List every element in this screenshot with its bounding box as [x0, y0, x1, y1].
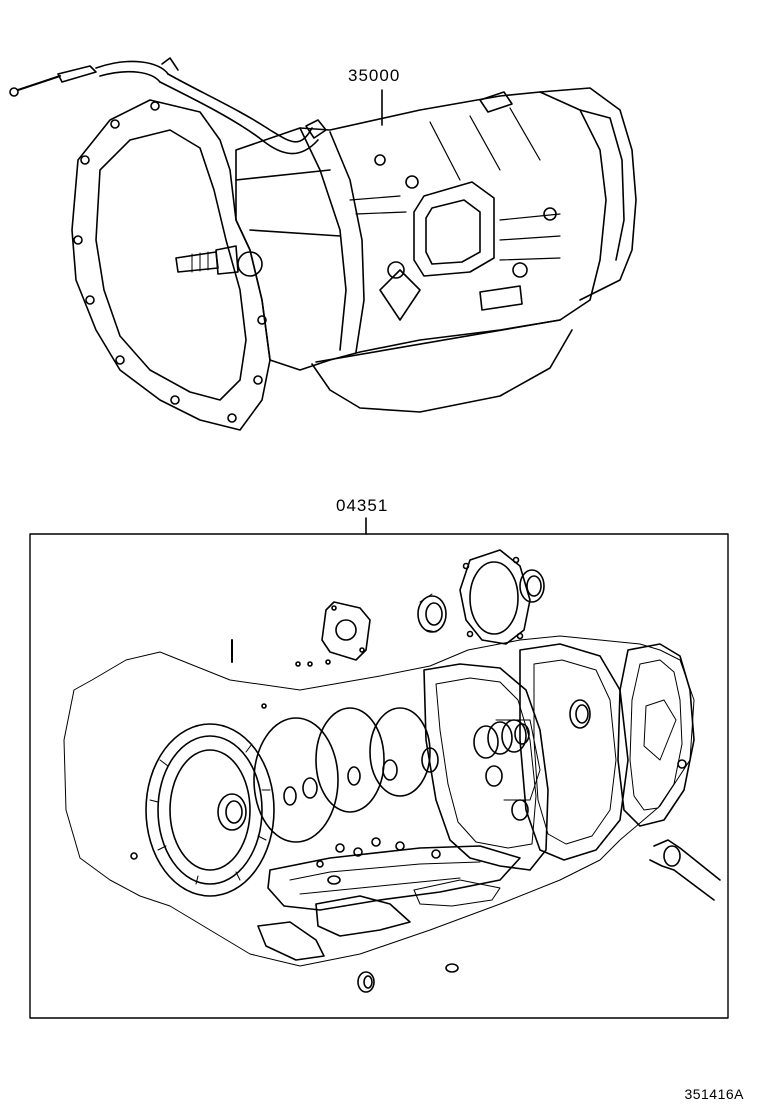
extension-housing — [540, 88, 636, 300]
oil-seal-top — [418, 594, 446, 632]
o-ring-2 — [316, 708, 384, 812]
seal-bottom — [358, 972, 374, 992]
side-cover — [414, 182, 494, 276]
gasket-oil-pan — [316, 896, 410, 936]
kit-frame — [30, 534, 728, 1018]
case-ghost-outline — [64, 636, 694, 966]
part-number-transmission: 35000 — [348, 66, 401, 85]
gasket-valve-body — [268, 846, 520, 910]
gasket-small-square — [322, 602, 370, 660]
o-ring-4 — [284, 787, 296, 805]
gasket-kit-illustration — [30, 518, 728, 1018]
gasket-round-top — [460, 550, 530, 644]
gasket-small-plate — [258, 922, 324, 960]
o-ring-1 — [254, 718, 338, 842]
main-case — [236, 92, 606, 370]
gasket-case-center — [424, 664, 548, 870]
oil-pan — [312, 330, 572, 412]
output-seal — [650, 840, 720, 900]
shift-cable — [10, 58, 318, 154]
o-ring-3 — [370, 708, 430, 796]
gasket-extension — [618, 644, 694, 826]
input-shaft — [176, 246, 262, 276]
gasket-right-plate — [414, 880, 500, 906]
oil-seal-top-right — [520, 570, 544, 602]
figure-code: 351416A — [684, 1086, 744, 1102]
part-number-gasket-kit: 04351 — [336, 496, 389, 515]
gasket-case-rear — [520, 644, 628, 860]
seal-cluster-center — [474, 720, 540, 820]
gasket-front-pump — [146, 724, 274, 896]
transmission-assembly-illustration — [10, 58, 636, 430]
